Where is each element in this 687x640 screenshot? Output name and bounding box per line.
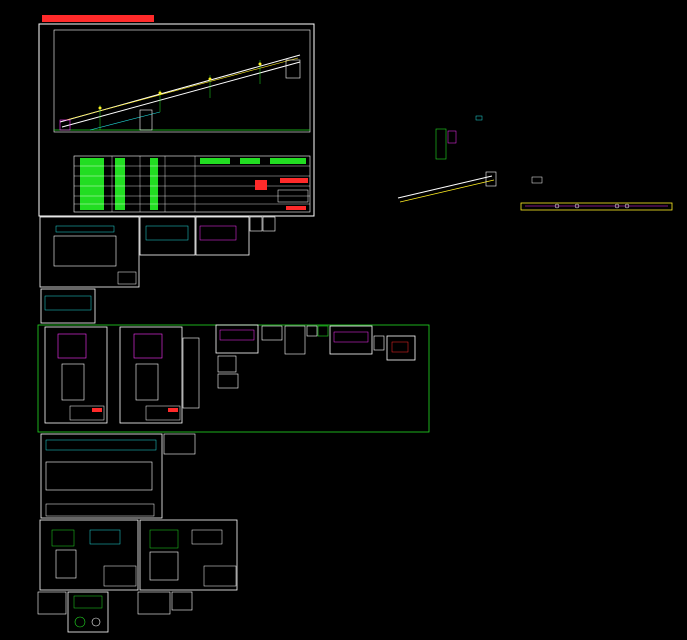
parts-list-table bbox=[73, 155, 311, 213]
sheet-row-lower bbox=[37, 433, 238, 633]
drawing-title-banner bbox=[42, 15, 154, 22]
sheet-row-2 bbox=[39, 216, 276, 288]
detail-group-frame bbox=[37, 324, 430, 433]
main-sheet bbox=[38, 23, 315, 217]
right-side-elements bbox=[397, 115, 673, 211]
small-sheet-left bbox=[40, 288, 96, 324]
inclined-conveyor-elevation bbox=[59, 54, 301, 131]
